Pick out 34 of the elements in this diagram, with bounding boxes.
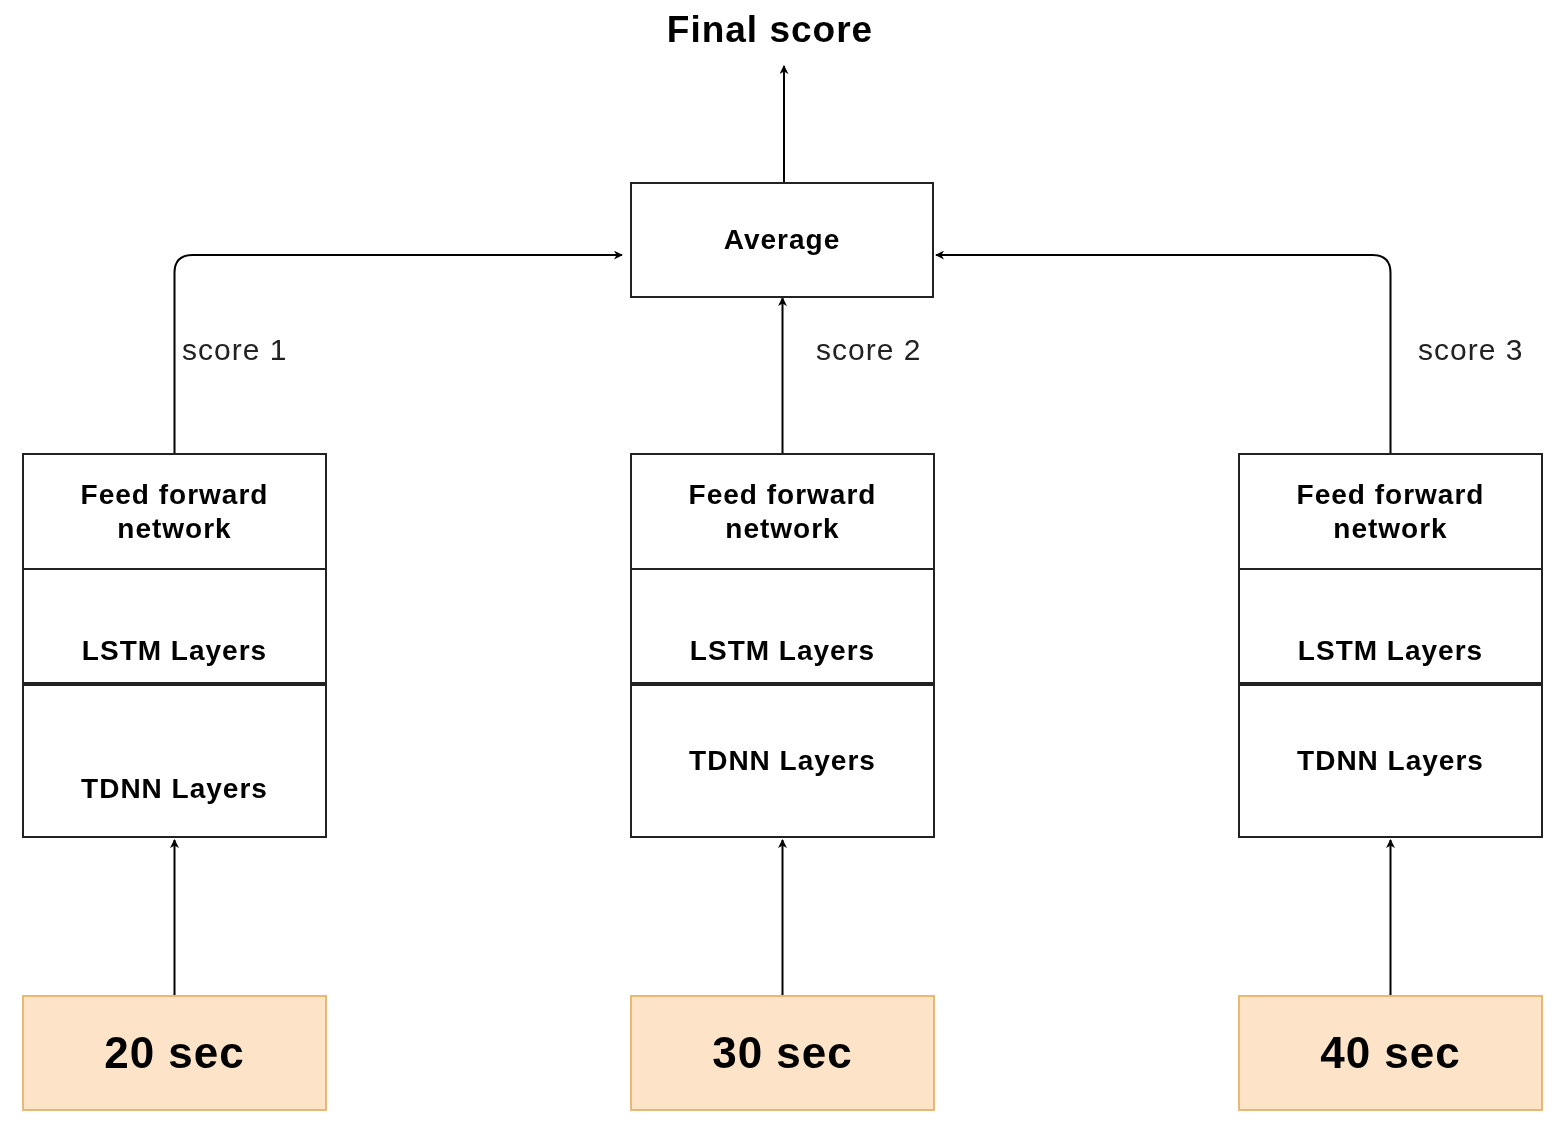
arrow [778, 839, 787, 996]
node-text: 20 sec [104, 1027, 245, 1079]
layer-box [22, 453, 327, 570]
arrow [935, 250, 1392, 454]
layer-box [22, 684, 327, 838]
node-text: Final score [666, 8, 874, 53]
node-text: 30 sec [712, 1027, 853, 1079]
arrow [173, 250, 623, 454]
input-box [1238, 995, 1543, 1111]
node-text: TDNN Layers [689, 744, 876, 778]
node-text: Feed forward network [1295, 477, 1486, 546]
layer-box [630, 453, 935, 570]
node-text: LSTM Layers [81, 634, 268, 668]
node-text: Feed forward network [687, 477, 878, 546]
arrow [170, 839, 179, 996]
layer-box [1238, 453, 1543, 570]
layer-box [1238, 568, 1543, 684]
process-box [630, 182, 934, 298]
node-text: LSTM Layers [689, 634, 876, 668]
layer-box [22, 568, 327, 684]
input-box [22, 995, 327, 1111]
node-text: Average [723, 223, 841, 257]
node-text: LSTM Layers [1297, 634, 1484, 668]
node-text: TDNN Layers [81, 772, 268, 806]
arrow [1386, 839, 1395, 996]
node-text: 40 sec [1320, 1027, 1461, 1079]
node-text: Feed forward network [79, 477, 270, 546]
layer-box [630, 684, 935, 838]
arrow [778, 297, 787, 454]
node-text: TDNN Layers [1297, 744, 1484, 778]
input-box [630, 995, 935, 1111]
layer-box [1238, 684, 1543, 838]
arrow [779, 65, 789, 183]
layer-box [630, 568, 935, 684]
